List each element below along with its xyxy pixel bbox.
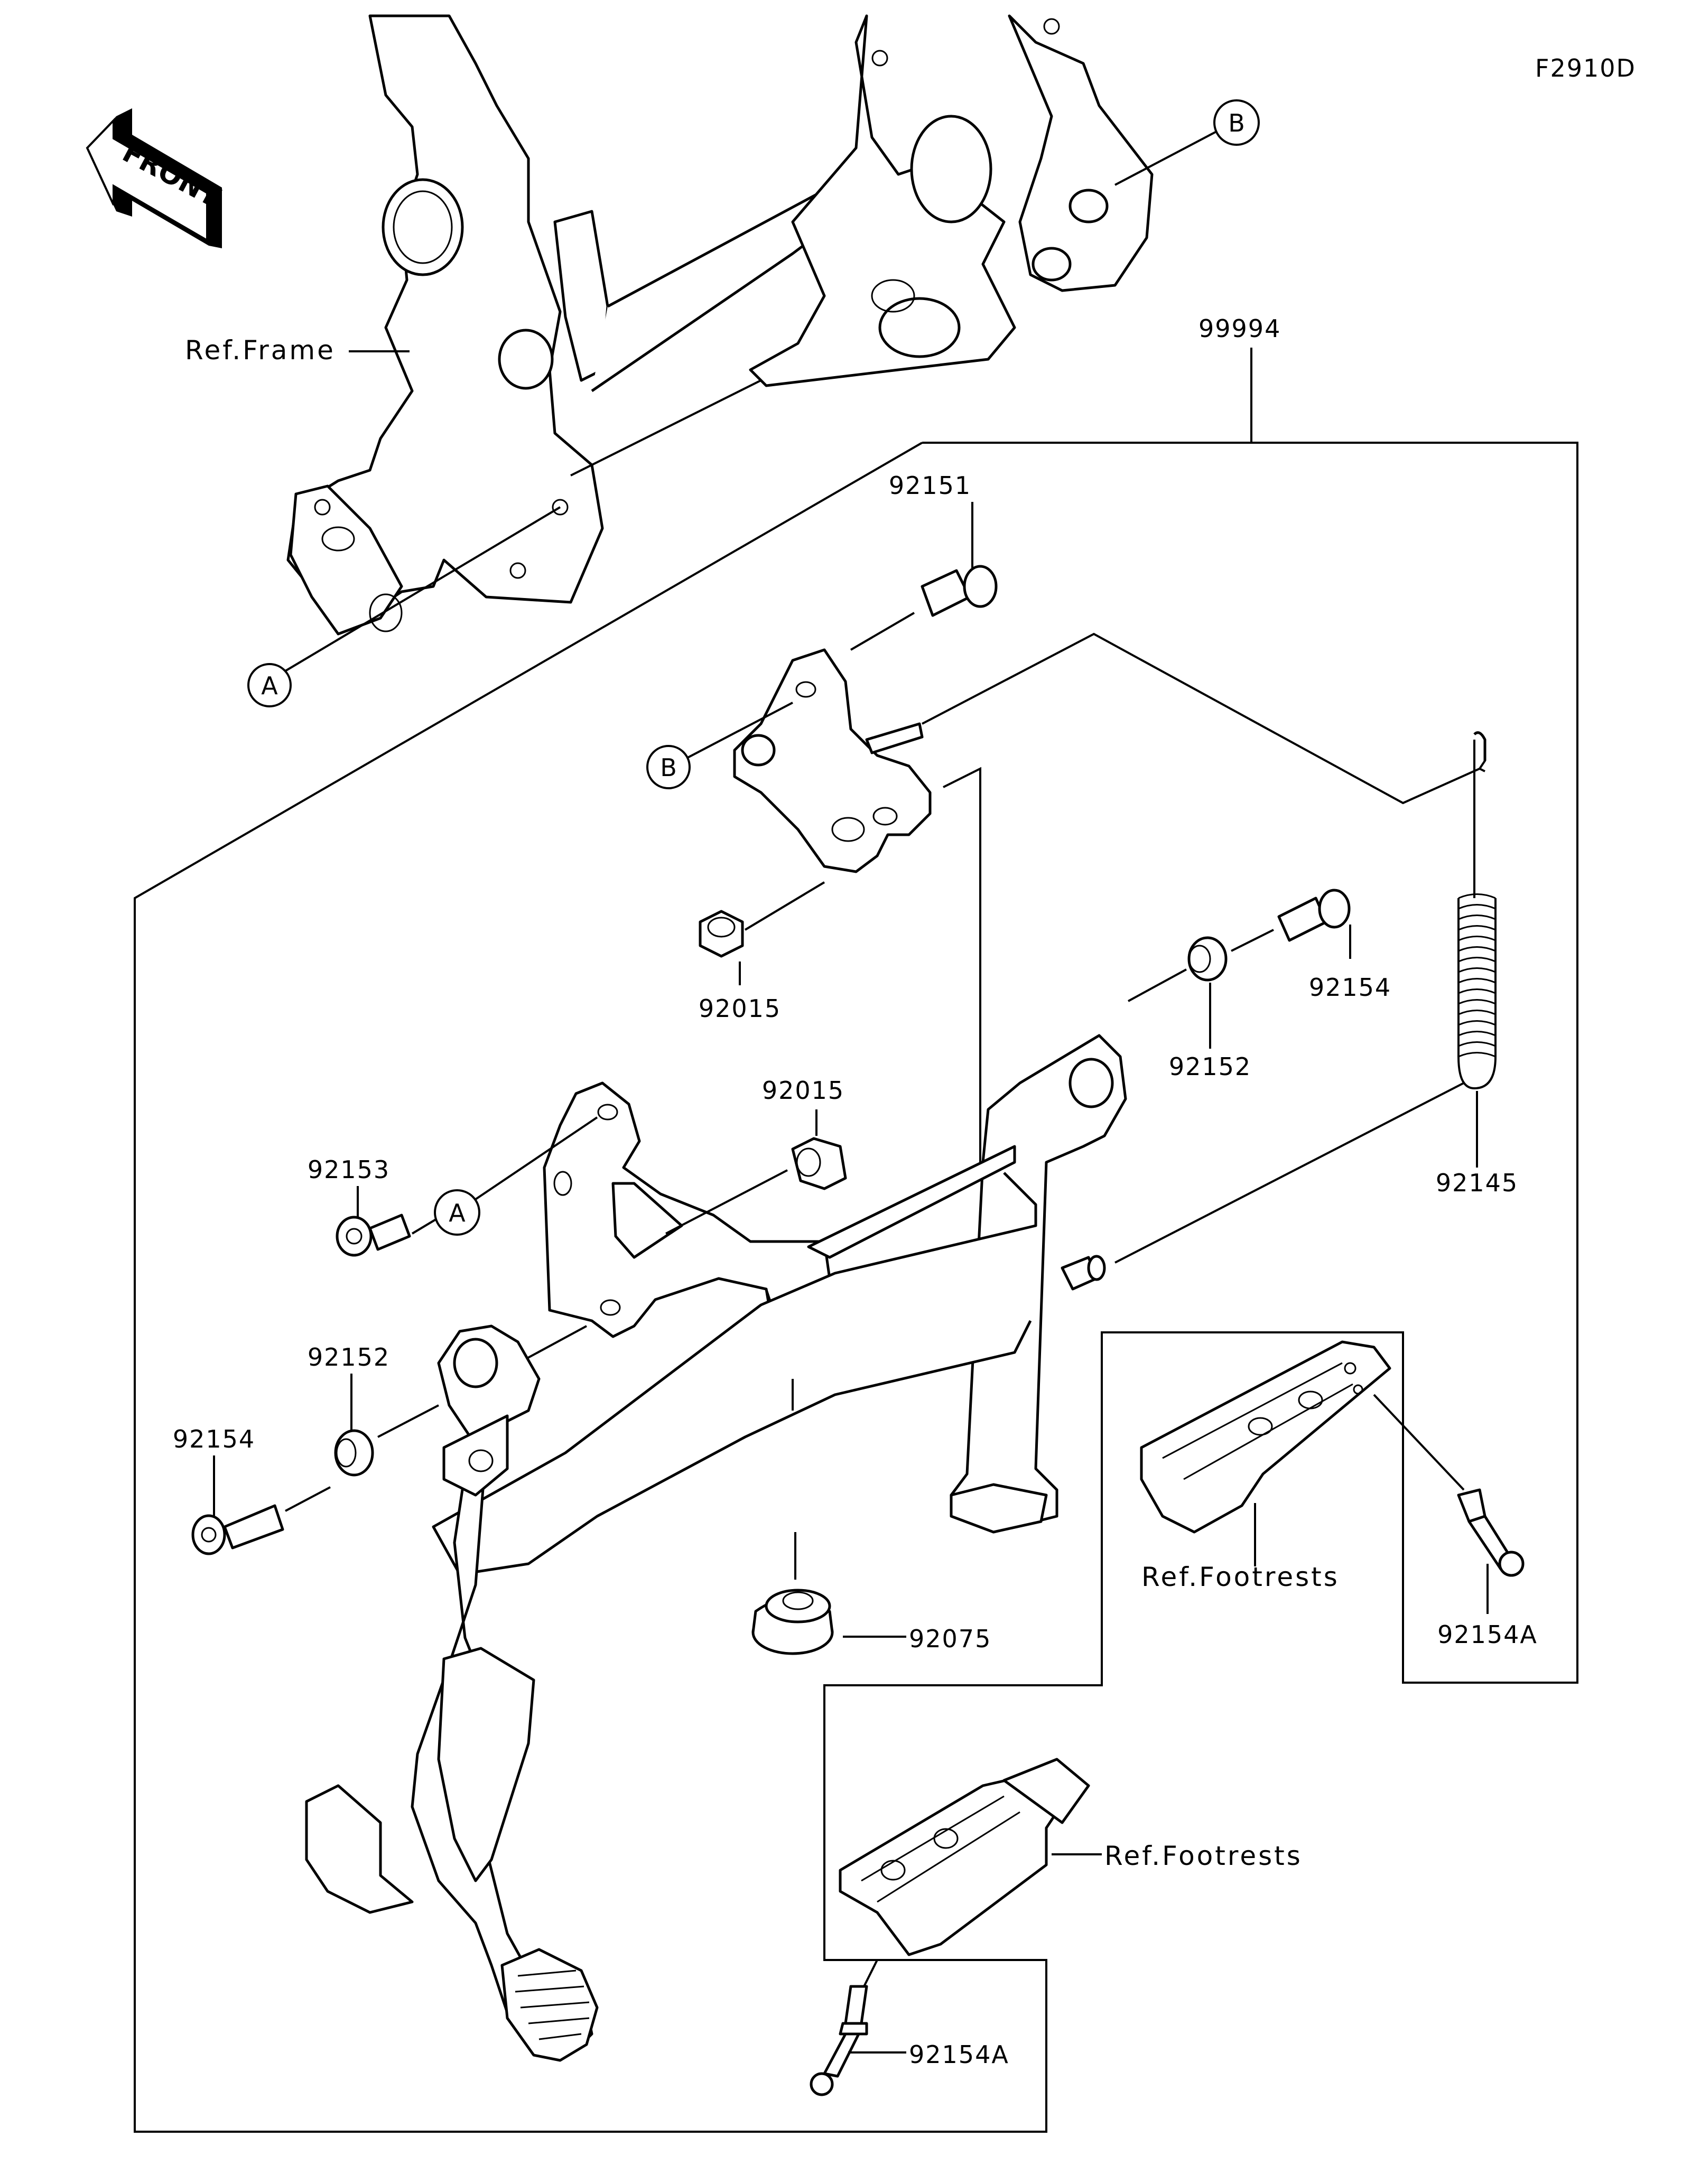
spring-hook-line: [922, 632, 1480, 805]
part-92151[interactable]: 92151: [850, 471, 998, 651]
ref-a-top-leader: [284, 506, 561, 672]
part-92154A-upper[interactable]: 92154A: [1373, 1394, 1538, 1649]
svg-text:92154A: 92154A: [1437, 1620, 1538, 1649]
ref-marker-a-bracket: A: [434, 1189, 480, 1236]
svg-text:92152: 92152: [308, 1343, 390, 1371]
ref-b-top-leader: [1114, 131, 1216, 186]
assembly-number: 99994: [1198, 314, 1281, 343]
front-arrow-icon: FRONT: [86, 108, 225, 248]
part-92152-left[interactable]: 92152: [308, 1325, 587, 1477]
svg-text:92154: 92154: [173, 1425, 255, 1453]
upper-bracket-drawing: [733, 648, 932, 873]
svg-text:92151: 92151: [889, 471, 971, 500]
ref-footrests-lower-label: Ref.Footrests: [1104, 1841, 1303, 1871]
ref-b-bracket-leader: [681, 702, 793, 762]
part-92154-left[interactable]: 92154: [173, 1425, 331, 1555]
part-92154A-lower[interactable]: 92154A: [810, 1959, 1009, 2096]
svg-text:92015: 92015: [762, 1076, 844, 1105]
ref-frame-label: Ref.Frame: [185, 335, 336, 366]
part-92154-right[interactable]: 92154: [1231, 889, 1391, 1002]
svg-text:A: A: [261, 671, 278, 700]
svg-text:92145: 92145: [1436, 1169, 1518, 1197]
svg-text:92015: 92015: [699, 994, 781, 1023]
svg-text:92154A: 92154A: [909, 2040, 1009, 2069]
figure-code: F2910D: [1535, 54, 1636, 82]
svg-text:B: B: [660, 753, 677, 782]
part-92015-upper[interactable]: 92015: [699, 881, 825, 1023]
part-92153[interactable]: 92153: [308, 1155, 411, 1257]
footrest-lower-drawing: [839, 1758, 1090, 1956]
center-stand-drawing: [305, 1034, 1127, 2062]
part-92145-spring[interactable]: 92145: [1114, 731, 1518, 1264]
ref-marker-b-top: B: [1213, 99, 1260, 146]
svg-text:B: B: [1228, 109, 1245, 137]
ref-a-bracket-leader-upper: [475, 1116, 598, 1200]
ref-footrests-upper-label: Ref.Footrests: [1141, 1562, 1340, 1592]
frame-drawing: [286, 14, 1154, 636]
svg-text:A: A: [449, 1199, 466, 1227]
part-92152-right[interactable]: 92152: [1128, 936, 1251, 1081]
svg-text:92153: 92153: [308, 1155, 390, 1184]
svg-text:92152: 92152: [1169, 1052, 1251, 1081]
ref-a-bracket-leader-lower: [411, 1217, 440, 1235]
assembly-boundary: [134, 442, 1578, 2133]
ref-marker-b-bracket: B: [646, 745, 691, 789]
footrest-upper-drawing: [1140, 1340, 1391, 1534]
svg-text:92075: 92075: [909, 1625, 991, 1653]
svg-text:92154: 92154: [1309, 973, 1391, 1002]
part-92015-lower[interactable]: 92015: [665, 1076, 847, 1235]
ref-marker-a-top: A: [247, 663, 292, 707]
part-92075[interactable]: 92075: [751, 1532, 991, 1655]
